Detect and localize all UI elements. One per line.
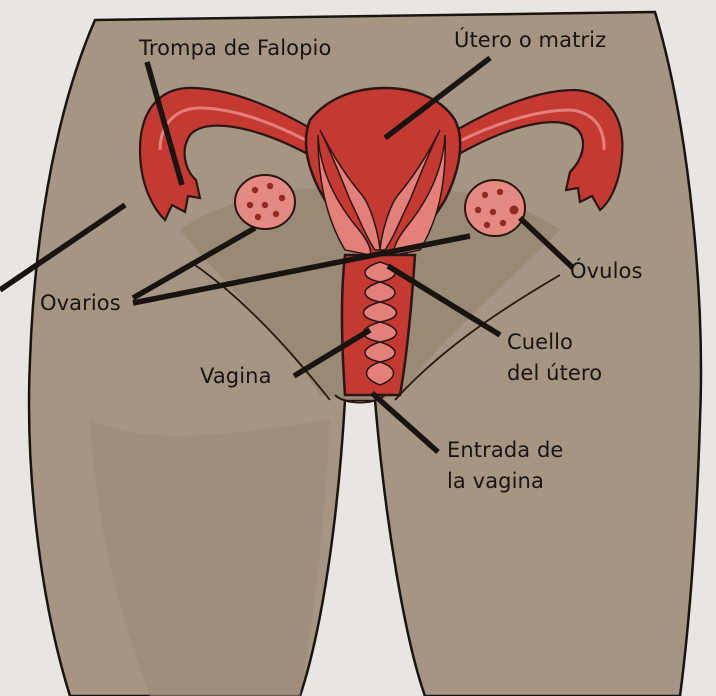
label-cervix-line2: del útero <box>507 361 602 385</box>
label-ovaries: Ovarios <box>40 291 121 315</box>
label-vaginal-opening: Entrada de la vagina <box>447 438 563 493</box>
label-fallopian-tube: Trompa de Falopio <box>139 36 331 60</box>
label-cervix: Cuello del útero <box>507 330 602 385</box>
label-vaginal-opening-line2: la vagina <box>447 469 563 493</box>
label-uterus: Útero o matriz <box>454 28 606 52</box>
label-vaginal-opening-line1: Entrada de <box>447 438 563 462</box>
ovary-right <box>465 180 525 236</box>
label-vagina: Vagina <box>200 364 272 388</box>
ovary-left <box>235 175 295 229</box>
label-cervix-line1: Cuello <box>507 330 602 354</box>
label-ovules: Óvulos <box>570 259 643 283</box>
